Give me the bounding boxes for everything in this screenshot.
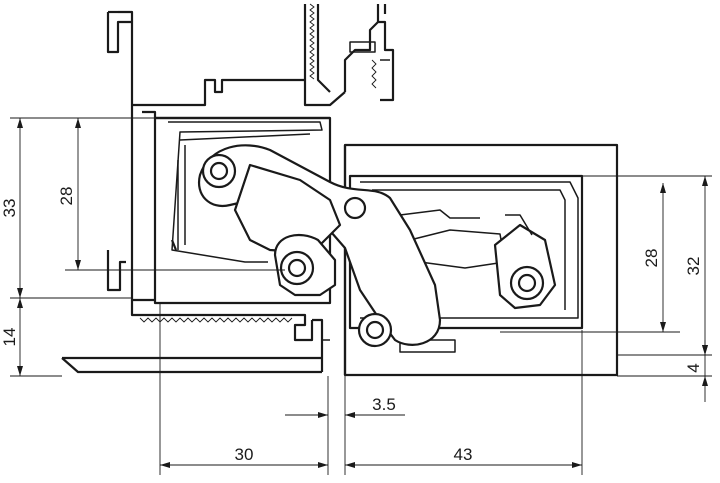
dim-label-28-right: 28 bbox=[642, 249, 661, 268]
dim-label-14: 14 bbox=[0, 328, 19, 347]
dim-label-28-left: 28 bbox=[57, 187, 76, 206]
dim-label-43: 43 bbox=[454, 445, 473, 464]
dim-label-3-5: 3.5 bbox=[372, 395, 396, 414]
dimension-lines bbox=[10, 117, 712, 475]
door-profile bbox=[343, 143, 619, 377]
dim-label-32: 32 bbox=[684, 257, 703, 276]
pivot-center bbox=[343, 196, 367, 220]
pivot-mid-left bbox=[279, 250, 315, 286]
pivot-right bbox=[509, 265, 545, 301]
frame-profile bbox=[61, 3, 395, 374]
dim-label-30: 30 bbox=[235, 445, 254, 464]
pivot-bottom bbox=[357, 312, 393, 348]
pivot-top-left bbox=[201, 153, 237, 189]
dim-label-33: 33 bbox=[0, 199, 19, 218]
dim-label-4: 4 bbox=[684, 363, 703, 372]
dimension-labels: 33 28 14 28 32 4 3.5 30 43 bbox=[0, 187, 703, 464]
pivot-pins bbox=[201, 153, 545, 348]
